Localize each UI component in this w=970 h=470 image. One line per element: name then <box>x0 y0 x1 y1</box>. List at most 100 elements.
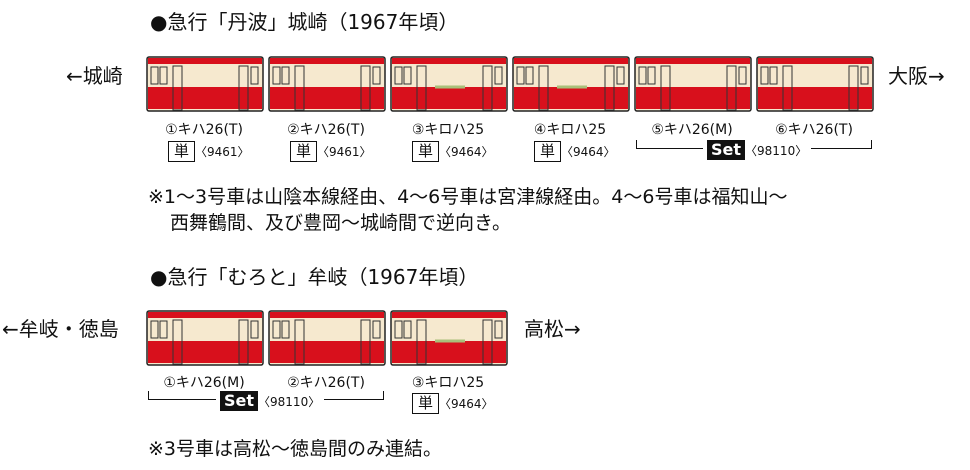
roof-band <box>758 58 872 64</box>
lower-band <box>636 87 750 109</box>
roof-band <box>270 58 384 64</box>
single-car-product: 単〈9464〉 <box>412 141 494 162</box>
car-door <box>360 319 371 365</box>
end-window <box>372 66 381 85</box>
car-door <box>416 65 427 111</box>
end-window <box>616 66 625 85</box>
car-label: ②キハ26(T) <box>287 122 365 138</box>
end-window <box>272 66 281 85</box>
single-car-product: 単〈9461〉 <box>168 141 250 162</box>
product-code: 〈9464〉 <box>561 145 616 159</box>
section-1-note-line-1: ※1〜3号車は山陰本線経由、4〜6号車は宮津線経由。4〜6号車は福知山〜 <box>148 186 788 208</box>
lower-band <box>392 87 506 109</box>
product-code: 〈9461〉 <box>195 145 250 159</box>
roof-band <box>392 58 506 64</box>
end-window <box>372 320 381 339</box>
roof-band <box>148 58 262 64</box>
end-window <box>272 320 281 339</box>
single-car-product: 単〈9464〉 <box>534 141 616 162</box>
section-2-right-destination: 高松→ <box>524 317 581 341</box>
end-window <box>647 66 656 85</box>
lower-band <box>758 87 872 109</box>
product-code: 〈9464〉 <box>439 397 494 411</box>
car-label: ③キロハ25 <box>411 122 485 138</box>
end-window <box>760 66 769 85</box>
car-door <box>416 319 427 365</box>
roof-band <box>636 58 750 64</box>
lower-band <box>392 341 506 363</box>
car-label: ①キハ26(M) <box>163 375 245 391</box>
end-window <box>150 320 159 339</box>
car-door <box>238 65 249 111</box>
single-car-product: 単〈9461〉 <box>290 141 372 162</box>
car-door <box>294 319 305 365</box>
car-label: ④キロハ25 <box>533 122 607 138</box>
single-badge: 単 <box>534 141 562 162</box>
rail-car <box>634 56 752 112</box>
car-door <box>238 319 249 365</box>
car-label: ②キハ26(T) <box>287 375 365 391</box>
car-label: ③キロハ25 <box>411 375 485 391</box>
end-window <box>860 66 869 85</box>
single-badge: 単 <box>168 141 196 162</box>
end-window <box>150 66 159 85</box>
lower-band <box>270 87 384 109</box>
rail-car <box>390 56 508 112</box>
rail-car <box>268 56 386 112</box>
section-2-train <box>146 310 522 366</box>
section-1-note-line-2: 西舞鶴間、及び豊岡〜城崎間で逆向き。 <box>170 212 512 234</box>
set-badge: Set <box>220 391 259 411</box>
section-2-left-destination: ←牟岐・徳島 <box>2 317 119 341</box>
roof-band <box>392 312 506 318</box>
rail-car <box>512 56 630 112</box>
end-window <box>738 66 747 85</box>
lower-band <box>514 87 628 109</box>
set-product: Set〈98110〉 <box>703 140 812 160</box>
rail-car <box>390 310 508 366</box>
section-1-train-cars <box>146 56 874 112</box>
single-badge: 単 <box>290 141 318 162</box>
set-product-code: 〈98110〉 <box>258 395 321 409</box>
car-door <box>604 65 615 111</box>
lower-band <box>270 341 384 363</box>
roof-band <box>270 312 384 318</box>
car-label: ①キハ26(T) <box>165 122 243 138</box>
section-1-left-destination: ←城崎 <box>66 64 123 88</box>
car-door <box>294 65 305 111</box>
single-badge: 単 <box>412 393 440 414</box>
end-window <box>494 66 503 85</box>
section-2-note-line-1: ※3号車は高松〜徳島間のみ連結。 <box>148 438 443 460</box>
car-door <box>538 65 549 111</box>
set-product-code: 〈98110〉 <box>745 144 808 158</box>
car-label: ⑤キハ26(M) <box>651 122 733 138</box>
end-window <box>769 66 778 85</box>
end-window <box>403 66 412 85</box>
car-door <box>172 319 183 365</box>
product-code: 〈9461〉 <box>317 145 372 159</box>
product-code: 〈9464〉 <box>439 145 494 159</box>
end-window <box>394 66 403 85</box>
car-door <box>782 65 793 111</box>
rail-car <box>268 310 386 366</box>
end-window <box>281 320 290 339</box>
roof-band <box>148 312 262 318</box>
end-window <box>638 66 647 85</box>
car-door <box>172 65 183 111</box>
rail-car <box>756 56 874 112</box>
end-window <box>281 66 290 85</box>
lower-band <box>148 87 262 109</box>
section-2-title: ●急行「むろと」牟岐（1967年頃） <box>150 265 479 289</box>
section-1-train <box>146 56 888 112</box>
section-2-train-cars <box>146 310 508 366</box>
car-door <box>848 65 859 111</box>
car-label: ⑥キハ26(T) <box>775 122 853 138</box>
car-door <box>726 65 737 111</box>
set-badge: Set <box>707 140 746 160</box>
car-door <box>482 65 493 111</box>
single-badge: 単 <box>412 141 440 162</box>
end-window <box>394 320 403 339</box>
section-1-title: ●急行「丹波」城崎（1967年頃） <box>150 10 459 34</box>
end-window <box>159 66 168 85</box>
single-car-product: 単〈9464〉 <box>412 393 494 414</box>
car-door <box>360 65 371 111</box>
